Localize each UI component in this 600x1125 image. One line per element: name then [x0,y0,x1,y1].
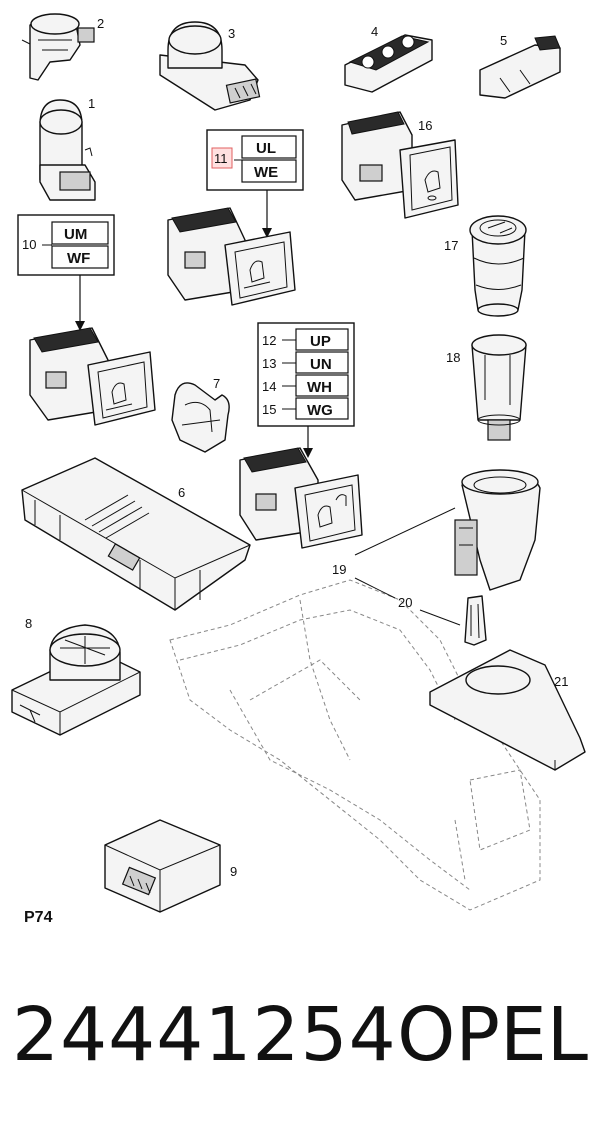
part-9-module-box [104,819,221,913]
callout-4: 4 [371,24,378,39]
callout-19: 19 [332,562,346,577]
callout-1: 1 [88,96,95,111]
code-um: UM [64,226,87,243]
callout-3: 3 [228,26,235,41]
callout-12: 12 [262,333,276,348]
switch-10 [29,327,156,426]
callout-6: 6 [178,485,185,500]
part-7-clip [171,382,230,453]
callout-17: 17 [444,238,458,253]
figure-code: P74 [24,909,53,926]
part-6-control-module [21,457,251,611]
callout-15: 15 [262,402,276,417]
callout-10: 10 [22,237,36,252]
code-we: WE [254,164,278,181]
callout-18: 18 [446,350,460,365]
callout-21: 21 [554,674,568,689]
callout-11: 11 [214,151,228,166]
code-wg: WG [307,402,333,419]
switch-12-15 [239,447,363,549]
part-18-socket [471,334,527,441]
part-3-dome-sensor-base [159,21,261,111]
part-1-dome-sensor [39,99,96,201]
callout-13: 13 [262,356,276,371]
callout-9: 9 [230,864,237,879]
part-4-triple-switch [344,34,433,93]
code-un: UN [310,356,332,373]
brand-name: OPEL [397,992,588,1078]
code-box-10 [17,214,115,331]
callout-16: 16 [418,118,432,133]
code-box-11 [206,129,304,238]
part-20-bulb [464,595,487,646]
code-ul: UL [256,140,276,157]
part-19-socket-housing [454,469,541,591]
part-number: 24441254 [12,992,397,1078]
footer: 24441254 OPEL [0,985,600,1095]
callout-8: 8 [25,616,32,631]
callout-14: 14 [262,379,276,394]
part-2-sensor-ring [21,13,95,81]
code-up: UP [310,333,331,350]
callout-2: 2 [97,16,104,31]
center-console-outline [169,579,541,911]
part-8-rotary-control [11,624,141,736]
part-21-trim-plate [429,649,586,771]
code-box-12-15 [257,322,355,458]
part-16-heated-seat-switch [341,111,459,219]
switch-11 [167,207,296,306]
callout-20: 20 [398,595,412,610]
part-5-small-connector [479,35,561,99]
code-wh: WH [307,379,332,396]
code-wf: WF [67,250,90,267]
callout-7: 7 [213,376,220,391]
part-17-knob [469,215,527,317]
parts-diagram: 2 1 3 4 5 16 [11,13,586,926]
callout-5: 5 [500,33,507,48]
